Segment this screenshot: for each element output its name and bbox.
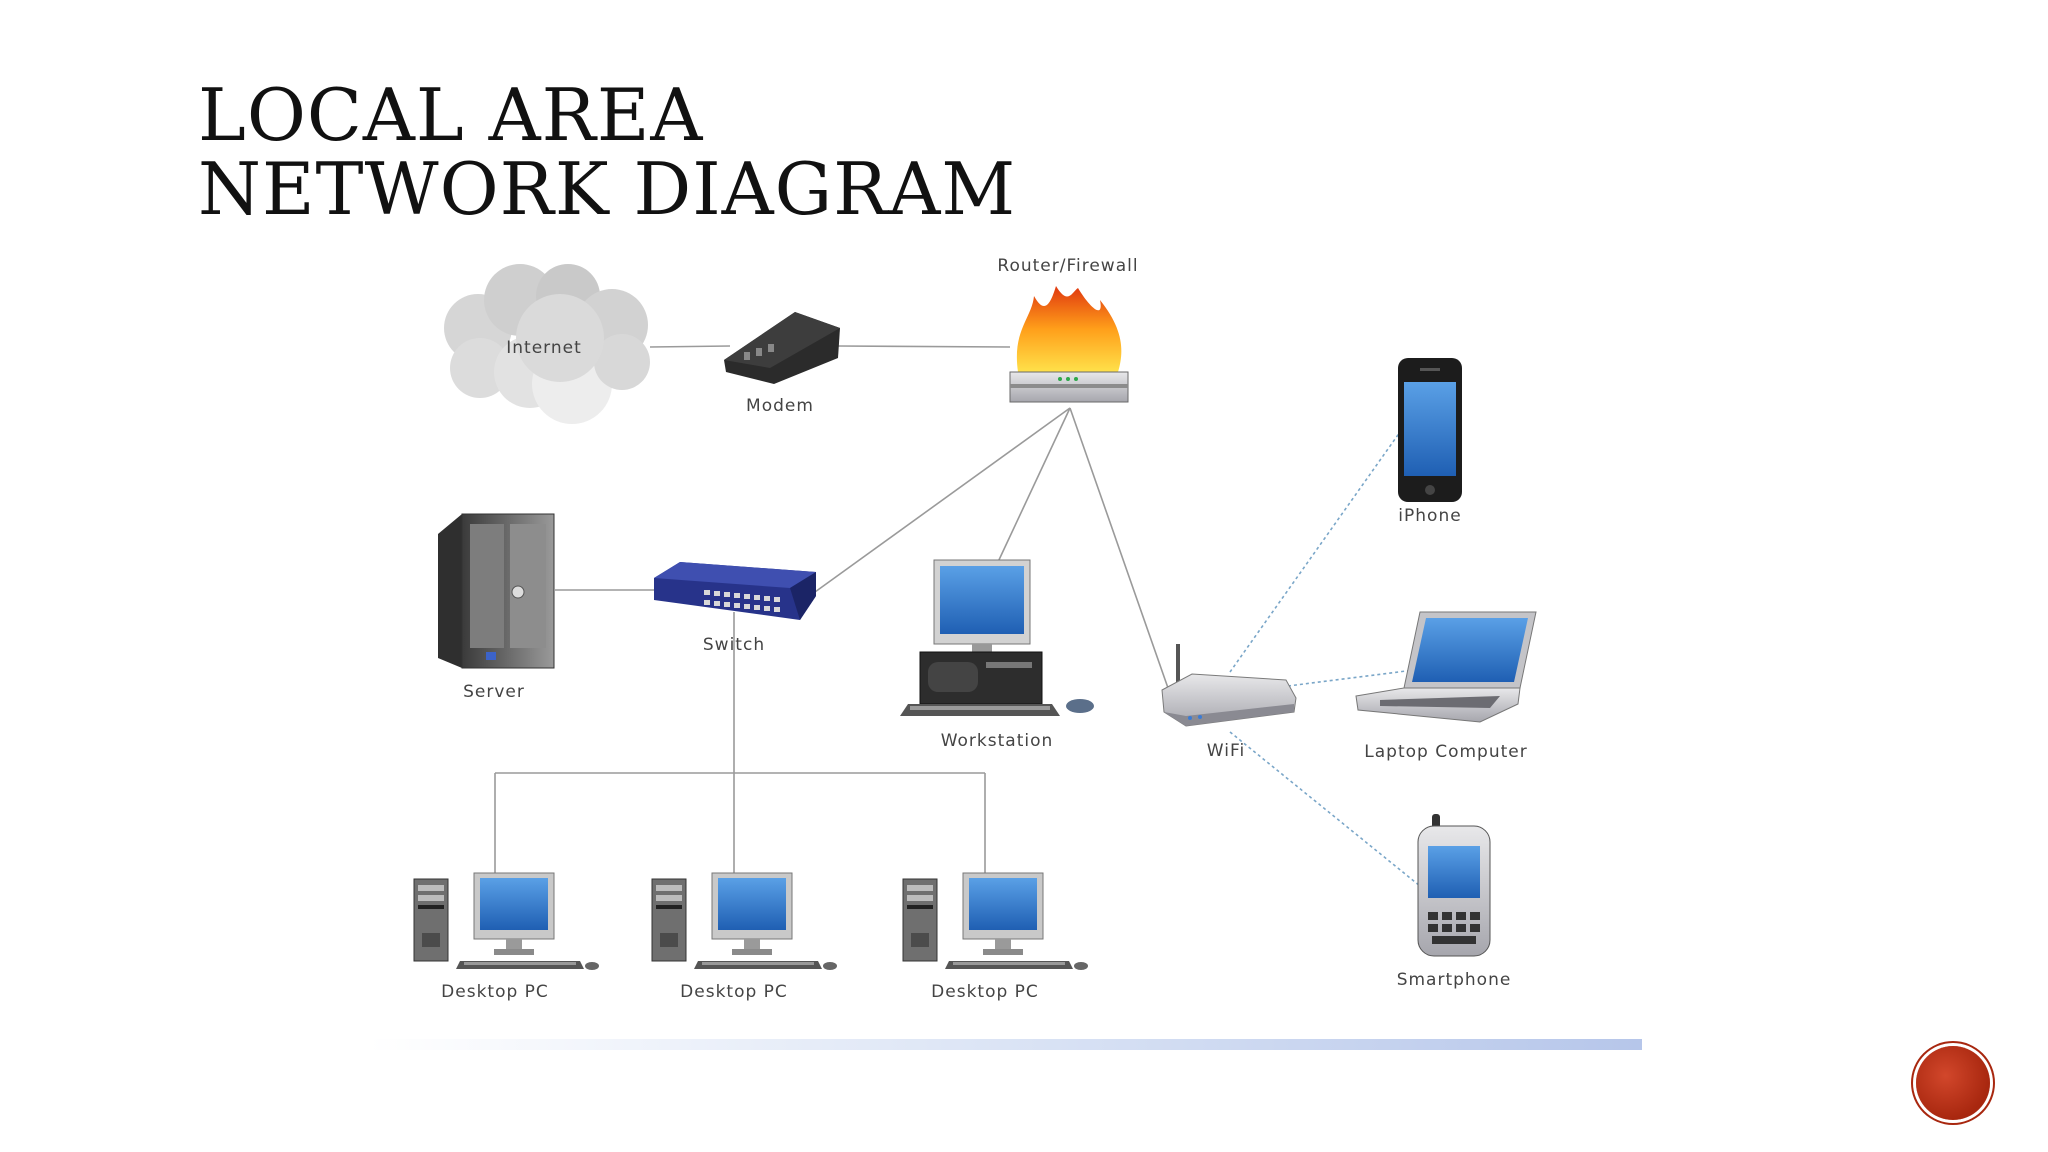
desktop-pc-icon <box>902 872 1089 971</box>
iphone-label: iPhone <box>1398 506 1461 526</box>
internet-cloud-icon <box>444 264 650 424</box>
wireless-links <box>1229 431 1421 887</box>
desktop-pc-label-1: Desktop PC <box>441 982 549 1002</box>
desktop-pc-label-2: Desktop PC <box>680 982 788 1002</box>
accent-bar <box>368 1039 1642 1050</box>
desktop-pc-icon <box>413 872 600 971</box>
wifi-router-icon <box>1161 644 1297 727</box>
slide-title: LOCAL AREA NETWORK DIAGRAM <box>198 78 1016 218</box>
modem-label: Modem <box>746 396 814 416</box>
laptop-label: Laptop Computer <box>1364 742 1527 762</box>
server-label: Server <box>463 682 525 702</box>
iphone-icon <box>1398 358 1462 502</box>
wired-links <box>494 345 1169 875</box>
slide-badge-icon <box>1916 1046 1990 1120</box>
workstation-icon <box>900 559 1094 716</box>
switch-label: Switch <box>703 635 765 655</box>
smartphone-label: Smartphone <box>1397 970 1512 990</box>
title-line-2: NETWORK DIAGRAM <box>198 152 1017 218</box>
title-line-1: LOCAL AREA <box>198 73 704 157</box>
server-icon <box>438 513 555 669</box>
internet-label: Internet <box>506 338 582 358</box>
wifi-label: WiFi <box>1207 741 1245 761</box>
laptop-icon <box>1355 611 1537 723</box>
router-label: Router/Firewall <box>997 256 1138 276</box>
smartphone-icon <box>1417 814 1491 957</box>
firewall-icon <box>1009 286 1129 403</box>
switch-icon <box>654 562 816 620</box>
workstation-label: Workstation <box>941 731 1054 751</box>
modem-icon <box>724 312 840 384</box>
desktop-pc-label-3: Desktop PC <box>931 982 1039 1002</box>
desktop-pc-icon <box>651 872 838 971</box>
